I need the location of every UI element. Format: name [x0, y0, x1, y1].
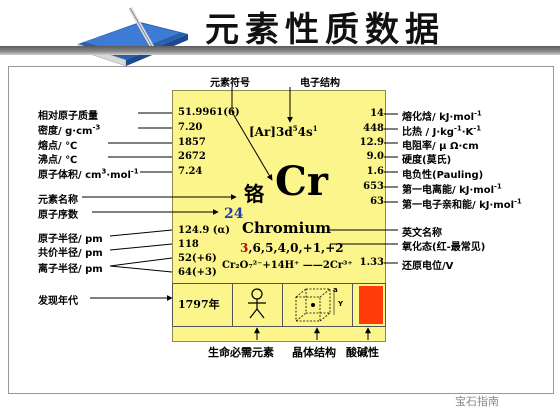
bcc-crystal-icon: [295, 288, 335, 322]
radius-label: 离子半径/ pm: [38, 264, 103, 275]
page-title: 元素性质数据: [205, 10, 445, 50]
left-prop-label: 原子体积/ cm3·mol-1: [38, 167, 139, 181]
right-prop-label: 比热 / J·kg-1·K-1: [402, 124, 482, 138]
crystal-structure-label: 晶体结构: [292, 346, 336, 359]
radius-value-2: 64(+3): [178, 267, 217, 278]
radius-label: 共价半径/ pm: [38, 248, 103, 259]
left-prop-value: 51.9961(6): [178, 107, 240, 118]
left-prop-value: 7.20: [178, 122, 203, 133]
left-prop-label: 相对原子质量: [38, 111, 98, 122]
acid-base-label: 酸碱性: [346, 346, 379, 359]
symbol-callout: 元素符号: [210, 78, 250, 89]
right-prop-label: 熔化焓/ kJ·mol-1: [402, 109, 482, 123]
radius-value: 52(+6): [178, 253, 217, 264]
element-name-callout: 元素名称: [38, 195, 78, 206]
name-en-callout: 英文名称: [402, 228, 442, 239]
atomic-number: 24: [224, 206, 244, 222]
watermark-text: 宝石指南: [455, 395, 499, 408]
left-prop-label: 沸点/ ℃: [38, 155, 78, 166]
right-prop-value: 9.0: [366, 151, 384, 162]
right-prop-value: 448: [363, 123, 384, 134]
reduction-reaction: Cr₂O₇²⁻+14H⁺ ——2Cr³⁺: [222, 260, 353, 271]
essential-element-box: [232, 283, 284, 327]
oxidation-callout: 氧化态(红-最常见): [402, 242, 486, 253]
left-prop-value: 7.24: [178, 166, 203, 177]
discovery-callout: 发现年代: [38, 296, 78, 307]
element-symbol: Cr: [275, 158, 328, 205]
right-prop-label: 电负性(Pauling): [402, 170, 484, 181]
oxidation-states: 3,6,5,4,0,+1,+2: [240, 241, 344, 255]
crystal-axis-a: a: [333, 286, 338, 294]
radius-label: 原子半径/ pm: [38, 234, 103, 245]
element-name-en: Chromium: [242, 219, 332, 237]
essential-element-label: 生命必需元素: [208, 346, 274, 359]
acid-base-swatch: [359, 286, 383, 324]
right-prop-label: 电阻率/ μ Ω·cm: [402, 141, 479, 152]
radius-value: 118: [178, 239, 199, 250]
title-rule: [0, 46, 560, 55]
left-prop-value: 2672: [178, 151, 206, 162]
left-prop-value: 1857: [178, 137, 206, 148]
right-prop-label: 硬度(莫氏): [402, 155, 452, 166]
right-prop-value: 1.6: [366, 166, 384, 177]
right-prop-value: 14: [370, 108, 384, 119]
crystal-axis-y: Y: [338, 300, 344, 308]
econfig-callout: 电子结构: [300, 78, 340, 89]
right-prop-value: 12.9: [359, 137, 384, 148]
essential-element-icon: [248, 288, 266, 319]
radius-value: 124.9 (α): [178, 225, 230, 236]
right-prop-value: 63: [370, 196, 384, 207]
discovery-year: 1797年: [178, 298, 220, 311]
element-name-zh: 铬: [244, 182, 264, 206]
reduction-potential-value: 1.33: [359, 257, 384, 268]
right-prop-value: 653: [363, 181, 384, 192]
left-prop-label: 密度/ g·cm-3: [38, 123, 101, 137]
atomic-number-callout: 原子序数: [38, 210, 78, 221]
left-prop-label: 熔点/ ℃: [38, 141, 78, 152]
right-prop-label: 第一电子亲和能/ kJ·mol-1: [402, 197, 522, 211]
reduction-potential-label: 还原电位/V: [402, 261, 454, 272]
right-prop-label: 第一电离能/ kJ·mol-1: [402, 182, 502, 196]
electron-configuration: [Ar]3d54s1: [249, 124, 318, 139]
